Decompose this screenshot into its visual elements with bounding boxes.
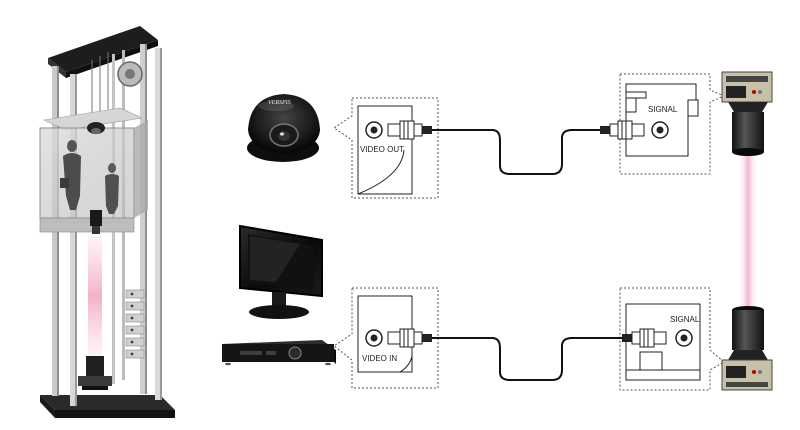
dvr-recorder-icon: [222, 340, 336, 366]
bnc-connector-icon: [387, 120, 432, 140]
elevator-shaft-icon: [39, 26, 175, 418]
camera-brand-label: VERSPIS: [268, 100, 291, 106]
signal-bottom-label: SIGNAL: [670, 315, 700, 324]
video-in-jack: [365, 329, 383, 347]
wireless-receiver-icon: [721, 306, 773, 391]
signal-bottom-callout: SIGNAL: [619, 287, 725, 391]
video-in-label: VIDEO IN: [362, 354, 397, 363]
wireless-transmitter-icon: [721, 71, 773, 156]
bnc-connector-icon: [600, 120, 645, 140]
video-out-label: VIDEO OUT: [360, 145, 404, 154]
coax-cables: [432, 129, 622, 381]
signal-bottom-jack: [675, 329, 693, 347]
monitor-icon: [239, 224, 323, 319]
video-out-callout: VIDEO OUT: [333, 97, 439, 199]
signal-top-jack: [651, 121, 669, 139]
bnc-connector-icon: [387, 328, 432, 348]
video-out-jack: [365, 121, 383, 139]
video-in-callout: VIDEO IN: [333, 287, 439, 389]
dome-camera-icon: VERSPIS: [247, 94, 320, 162]
signal-top-callout: SIGNAL: [600, 73, 726, 175]
bnc-connector-icon: [622, 328, 667, 348]
signal-top-label: SIGNAL: [648, 105, 678, 114]
infrared-beam: [737, 156, 759, 306]
